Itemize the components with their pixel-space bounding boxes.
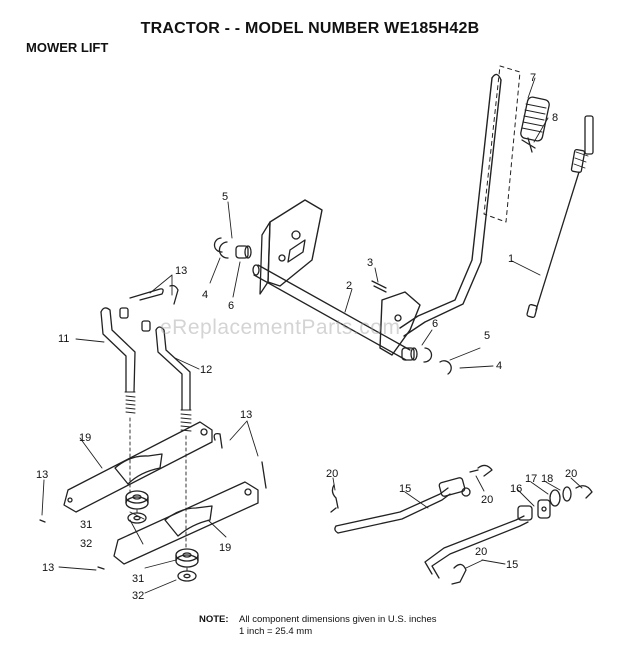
lift-shaft-2 bbox=[252, 264, 411, 361]
lift-arm-19-lower bbox=[113, 481, 259, 565]
callout-32-lower: 32 bbox=[132, 590, 144, 602]
callout-1: 1 bbox=[508, 253, 514, 265]
clip-4-left bbox=[213, 237, 223, 253]
clip-4-right bbox=[439, 360, 452, 375]
hairpin-13-left bbox=[39, 519, 46, 523]
bushing-6-left bbox=[235, 245, 252, 259]
callout-6-right: 6 bbox=[432, 318, 438, 330]
callout-19-upper: 19 bbox=[79, 432, 91, 444]
callout-18: 18 bbox=[541, 473, 553, 485]
lift-rod-1 bbox=[526, 115, 594, 319]
callout-17: 17 bbox=[525, 473, 537, 485]
bushing-31-lower bbox=[175, 548, 199, 568]
callout-5-right: 5 bbox=[484, 330, 490, 342]
callout-31-lower: 31 bbox=[132, 573, 144, 585]
note-line-1: All component dimensions given in U.S. i… bbox=[239, 614, 437, 625]
hairpin-20-b bbox=[469, 464, 493, 477]
hairpin-20-d bbox=[451, 563, 467, 585]
callout-19-lower: 19 bbox=[219, 542, 231, 554]
callout-8: 8 bbox=[552, 112, 558, 124]
callout-13-left: 13 bbox=[36, 469, 48, 481]
hairpin-13-top bbox=[129, 284, 179, 305]
callout-15-lower: 15 bbox=[506, 559, 518, 571]
dimension-note: NOTE: All component dimensions given in U… bbox=[199, 614, 437, 638]
callout-31-upper: 31 bbox=[80, 519, 92, 531]
washer-5-right bbox=[423, 347, 433, 363]
spring-7 bbox=[520, 96, 550, 142]
callout-20-a: 20 bbox=[326, 468, 338, 480]
callout-13-right: 13 bbox=[240, 409, 252, 421]
callout-13-bottom: 13 bbox=[42, 562, 54, 574]
hairpin-13-right bbox=[213, 432, 267, 489]
callout-15-upper: 15 bbox=[399, 483, 411, 495]
section-title: MOWER LIFT bbox=[26, 40, 109, 55]
lift-link-11 bbox=[100, 307, 136, 414]
callout-7: 7 bbox=[530, 72, 536, 84]
callout-3: 3 bbox=[367, 257, 373, 269]
ferrule-16 bbox=[537, 499, 551, 519]
bushing-6-right bbox=[401, 347, 418, 361]
bushing-31-upper bbox=[125, 490, 149, 510]
page-title: TRACTOR - - MODEL NUMBER WE185H42B bbox=[140, 20, 480, 37]
alignment-lines bbox=[129, 417, 188, 574]
link-rod-15-lower bbox=[424, 505, 533, 579]
hairpin-20-a bbox=[330, 484, 339, 513]
nut-18 bbox=[562, 486, 572, 502]
callout-6-left: 6 bbox=[228, 300, 234, 312]
note-label: NOTE: bbox=[199, 614, 229, 625]
callout-20-c: 20 bbox=[565, 468, 577, 480]
washer-5-left bbox=[218, 241, 229, 259]
key-3 bbox=[371, 280, 387, 293]
leader-lines bbox=[41, 77, 583, 594]
hairpin-13-bottom bbox=[97, 566, 105, 570]
callout-labels: 1 2 3 4 4 5 5 6 6 7 8 11 12 13 13 13 13 … bbox=[36, 72, 577, 602]
watermark-text: eReplacementParts.com bbox=[160, 316, 401, 339]
adjuster-17 bbox=[549, 489, 561, 507]
callout-12: 12 bbox=[200, 364, 212, 376]
callout-20-b: 20 bbox=[481, 494, 493, 506]
callout-11: 11 bbox=[58, 333, 69, 345]
lift-arm-19-upper bbox=[63, 421, 213, 513]
note-line-2: 1 inch = 25.4 mm bbox=[239, 626, 313, 637]
callout-32-upper: 32 bbox=[80, 538, 92, 550]
callout-13-top: 13 bbox=[175, 265, 187, 277]
lift-link-12 bbox=[141, 320, 192, 432]
callout-4-right: 4 bbox=[496, 360, 502, 372]
hairpin-20-c bbox=[575, 485, 593, 499]
callout-16: 16 bbox=[510, 483, 522, 495]
callout-2: 2 bbox=[346, 280, 352, 292]
mounting-plate bbox=[259, 199, 323, 295]
callout-5-left: 5 bbox=[222, 191, 228, 203]
spring-end-8 bbox=[521, 137, 536, 153]
washer-32-lower bbox=[177, 570, 197, 582]
link-rod-15-upper bbox=[334, 477, 471, 534]
callout-20-d: 20 bbox=[475, 546, 487, 558]
callout-4-left: 4 bbox=[202, 289, 208, 301]
lever-bracket bbox=[379, 291, 421, 356]
handle-grip-outline bbox=[483, 65, 521, 223]
lift-handle bbox=[399, 73, 502, 337]
